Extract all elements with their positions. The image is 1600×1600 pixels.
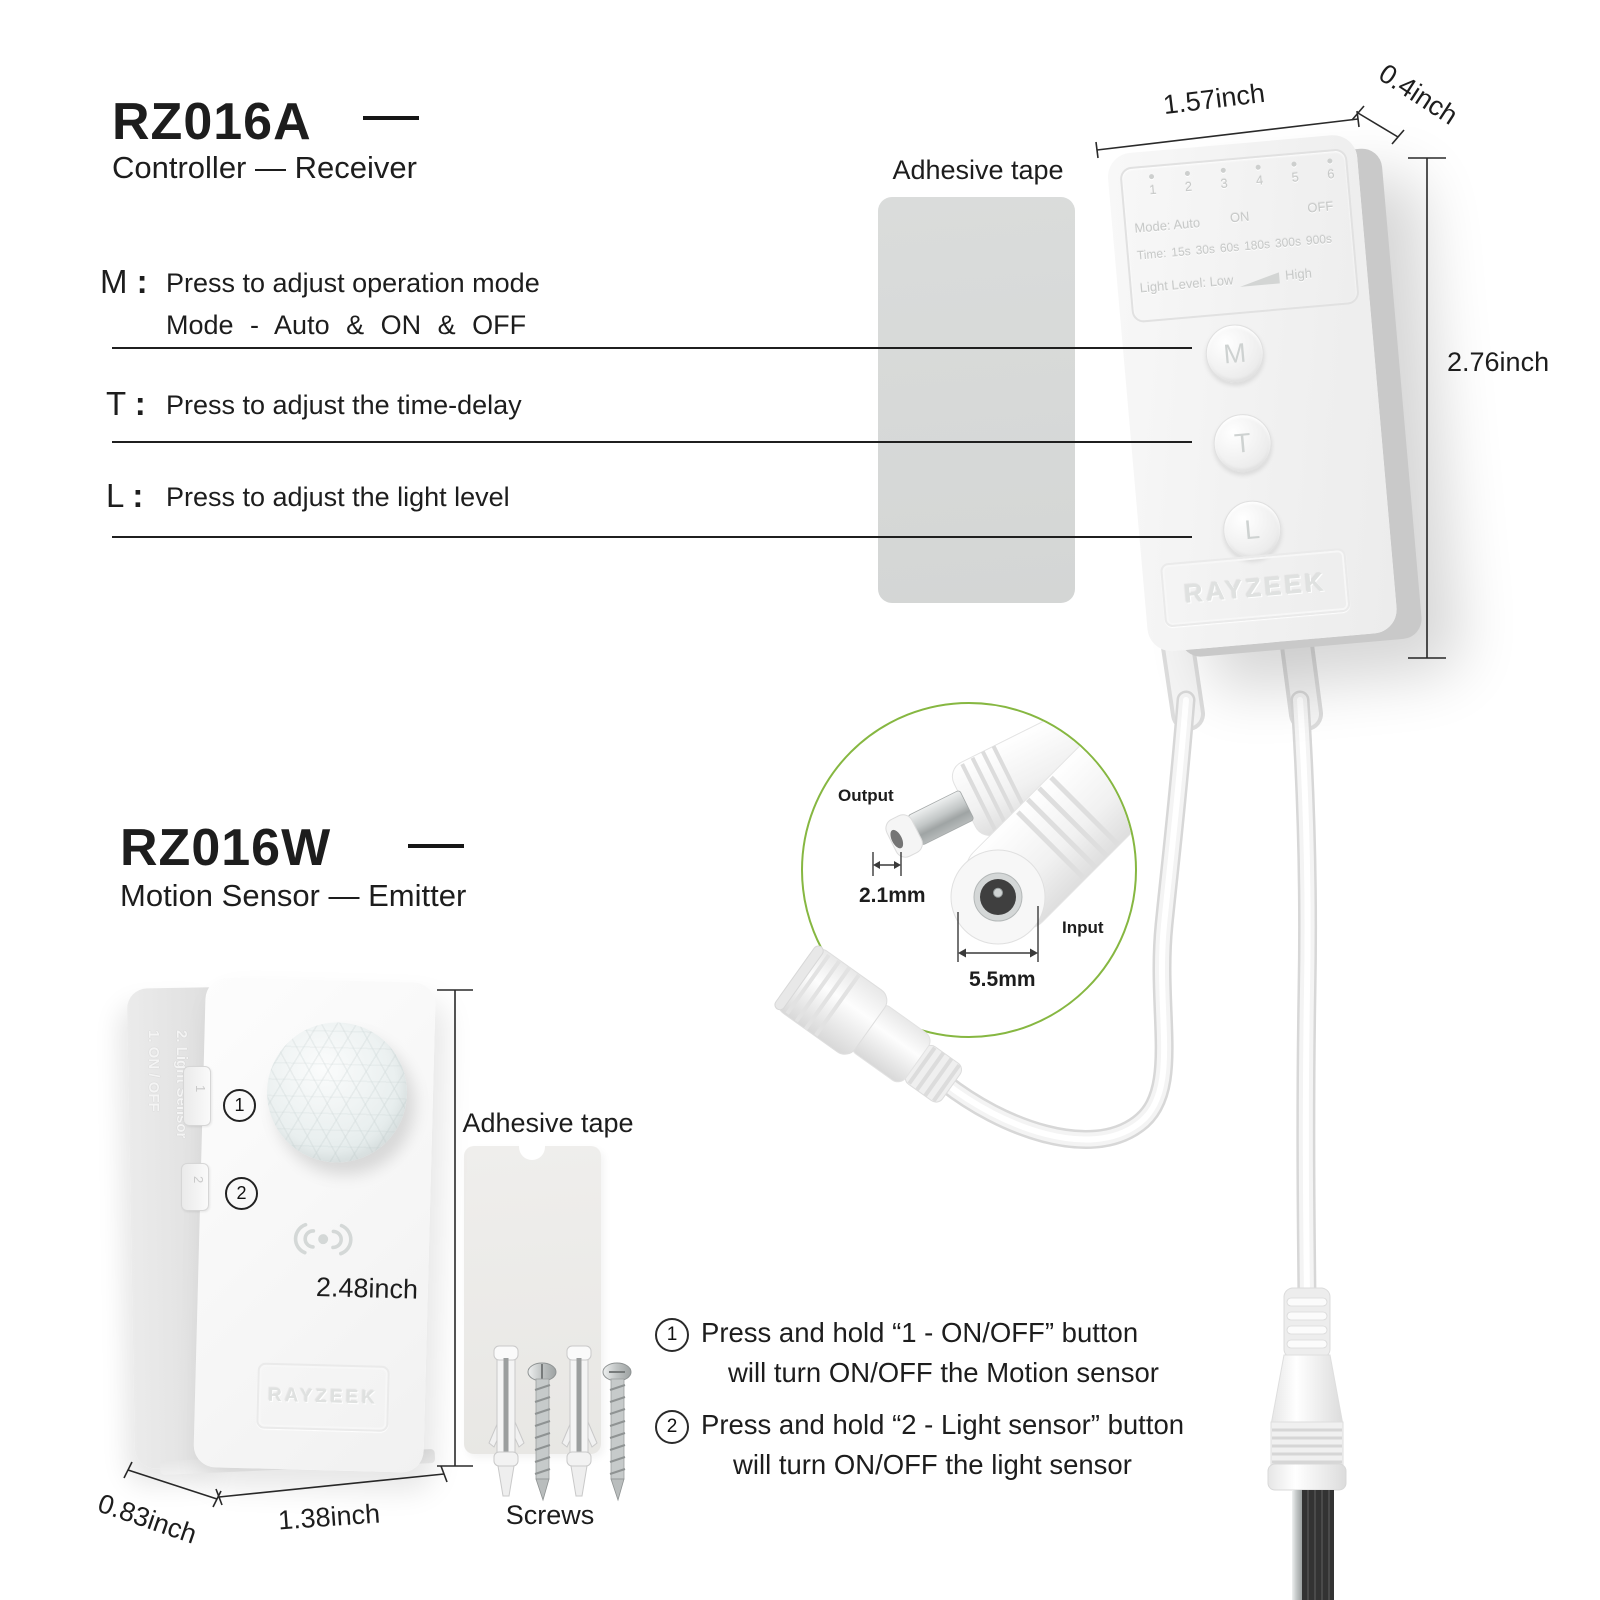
input-dimension-arrows — [958, 948, 1038, 958]
connector-magnifier-inset: Output 2.1mm Input 5.5mm — [801, 702, 1137, 1038]
adhesive-tape-label-controller: Adhesive tape — [892, 155, 1064, 185]
t-colon: : — [134, 385, 146, 422]
m-desc-line2: Mode - Auto & ON & OFF — [166, 310, 527, 340]
light-low: Low — [1208, 272, 1235, 290]
connector-illustration — [872, 704, 1135, 962]
input-dimension-marks — [957, 906, 1039, 962]
l-key-label: L : — [106, 477, 143, 515]
dc-male-plug-bottom — [1267, 1287, 1347, 1600]
dc-female-jack-icon — [950, 735, 1135, 945]
m-key-label: M : — [100, 263, 148, 301]
instruction-2-line2: will turn ON/OFF the light sensor — [733, 1449, 1132, 1480]
rz016w-subtitle: Motion Sensor — Emitter — [120, 878, 467, 913]
controller-height-label: 2.76inch — [1447, 347, 1550, 377]
channel-led-icon — [1291, 161, 1297, 167]
mode-row: Mode: Auto — [1134, 215, 1201, 236]
callout-circle-1: 1 — [223, 1089, 256, 1122]
wall-anchor-icon — [488, 1345, 598, 1497]
t-key-label: T : — [106, 385, 146, 423]
input-cable — [1290, 690, 1318, 1308]
pir-dome — [265, 1020, 409, 1165]
mode-button: M — [1203, 322, 1267, 385]
mode-label: Mode: — [1133, 217, 1172, 236]
t-desc-line1: Press to adjust the time-delay — [166, 390, 522, 420]
m-desc-line1: Press to adjust operation mode — [166, 268, 540, 298]
mode-auto: Auto — [1172, 215, 1201, 233]
adhesive-tape-label-sensor: Adhesive tape — [462, 1108, 634, 1138]
sensor-brand-text: RAYZEEK — [267, 1384, 379, 1409]
t-key: T — [106, 385, 126, 422]
channel-led-icon — [1327, 158, 1333, 164]
channel-1: 1 — [1148, 173, 1157, 197]
controller-brand-text: RAYZEEK — [1182, 565, 1328, 609]
callout-circle-2: 2 — [225, 1177, 258, 1210]
m-callout-line — [112, 347, 1192, 349]
sensor-side-button-2: 2 — [181, 1163, 209, 1211]
channel-6: 6 — [1326, 158, 1335, 182]
instruction-2-number: 2 — [655, 1410, 689, 1444]
channel-led-icon — [1220, 167, 1226, 174]
channel-3: 3 — [1219, 167, 1228, 191]
l-colon: : — [132, 477, 144, 514]
input-size-label: 5.5mm — [969, 968, 1036, 991]
output-size-label: 2.1mm — [859, 884, 926, 907]
light-high: High — [1284, 265, 1313, 283]
m-key: M — [100, 263, 128, 300]
time-row: Time: 15s 30s 60s 180s 300s 900s — [1136, 231, 1333, 263]
rz016w-title-dash — [408, 844, 464, 848]
controller-device: 1 2 3 4 5 6 Mode: Auto ON OFF Time: 15s … — [1106, 133, 1399, 654]
mode-on: ON — [1229, 208, 1251, 226]
controller-settings-panel: 1 2 3 4 5 6 Mode: Auto ON OFF Time: 15s … — [1119, 148, 1360, 324]
l-callout-line — [112, 536, 1192, 538]
light-button: L — [1220, 498, 1284, 562]
light-level-label: Light Level: — [1139, 274, 1207, 296]
dc-female-jack — [774, 945, 963, 1103]
t-callout-line — [112, 441, 1192, 443]
screw-icon — [527, 1362, 632, 1502]
light-ramp-icon — [1239, 272, 1280, 287]
time-button: T — [1211, 411, 1275, 475]
instruction-1: 1 Press and hold “1 - ON/OFF” button wil… — [655, 1318, 1175, 1388]
rz016a-subtitle: Controller — Receiver — [112, 150, 417, 185]
rz016a-model-title: RZ016A — [112, 93, 312, 151]
time-label: Time: — [1136, 246, 1167, 263]
light-row: Light Level: Low High — [1139, 266, 1312, 296]
channel-4: 4 — [1255, 164, 1264, 188]
wireless-signal-icon — [293, 1222, 353, 1256]
channel-led-icon — [1184, 170, 1190, 177]
dimension-lines — [123, 105, 1446, 1508]
pir-dome-facets — [265, 1020, 409, 1165]
instruction-1-number: 1 — [655, 1318, 689, 1352]
input-label: Input — [1062, 918, 1104, 937]
instruction-1-line1: Press and hold “1 - ON/OFF” button — [701, 1317, 1139, 1348]
instruction-1-line2: will turn ON/OFF the Motion sensor — [728, 1357, 1159, 1388]
sensor-height-label: 2.48inch — [315, 1271, 419, 1305]
output-dimension-arrows — [873, 861, 901, 869]
rz016a-title-dash — [363, 116, 419, 120]
mode-off: OFF — [1306, 198, 1334, 216]
m-colon: : — [136, 263, 148, 300]
rz016w-model-title: RZ016W — [120, 819, 332, 877]
sensor-brand-plate: RAYZEEK — [256, 1362, 390, 1432]
controller-brand-plate: RAYZEEK — [1159, 547, 1351, 628]
output-cable — [934, 690, 1196, 1149]
channel-2: 2 — [1183, 170, 1193, 194]
sensor-side-button-1: 1 — [183, 1066, 211, 1126]
channel-led-icon — [1148, 173, 1155, 180]
cable-stubs — [1160, 621, 1323, 731]
tape-notch — [519, 1134, 545, 1160]
channel-5: 5 — [1290, 161, 1300, 185]
l-desc-line1: Press to adjust the light level — [166, 482, 510, 512]
instruction-2-line1: Press and hold “2 - Light sensor” button — [701, 1409, 1185, 1440]
instruction-2: 2 Press and hold “2 - Light sensor” butt… — [655, 1410, 1195, 1480]
l-key: L — [106, 477, 124, 514]
channel-led-icon — [1255, 164, 1262, 170]
screws-label: Screws — [505, 1500, 595, 1530]
output-label: Output — [838, 786, 894, 805]
adhesive-tape-controller — [878, 197, 1075, 603]
channel-row: 1 2 3 4 5 6 — [1148, 158, 1335, 197]
motion-sensor-device: 2.48inch RAYZEEK — [193, 977, 436, 1473]
sensor-side-text-1: 1. ON / OFF — [145, 1030, 162, 1112]
